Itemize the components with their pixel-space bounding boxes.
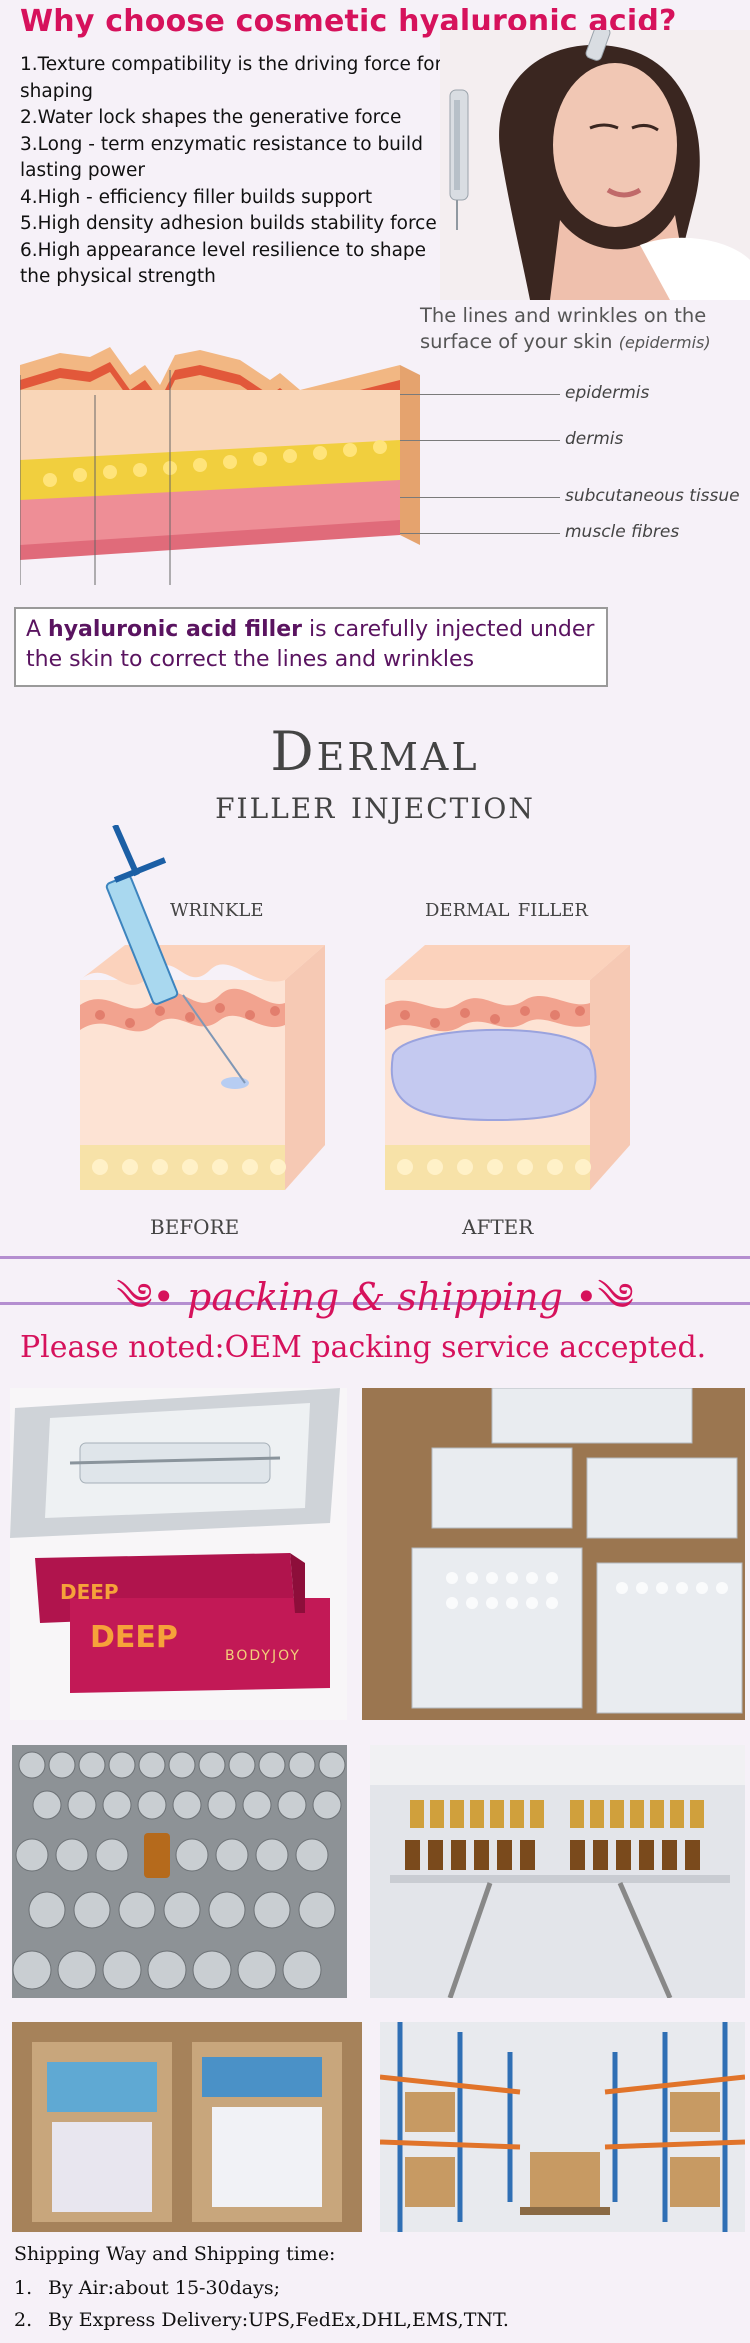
- flourish-left-icon: ༄•: [116, 1275, 175, 1319]
- label-after: after: [462, 1208, 534, 1241]
- filler-bold: hyaluronic acid filler: [48, 617, 302, 642]
- reason-item: 2.Water lock shapes the generative force: [20, 107, 402, 128]
- vials-rack-photo: [370, 1745, 745, 1998]
- label-dermis: dermis: [565, 429, 624, 449]
- packing-banner: [0, 1248, 750, 1308]
- packed-boxes-photo: [12, 2022, 362, 2232]
- shipping-item-number: 1.: [14, 2277, 33, 2299]
- oem-note: Please noted:OEM packing service accepte…: [20, 1330, 707, 1365]
- warehouse-photo: [380, 2022, 745, 2232]
- epidermis-pointer: [400, 394, 560, 395]
- reason-item: 6.High appearance level resilience to sh…: [20, 239, 427, 288]
- filler-pre: A: [26, 617, 49, 642]
- flourish-right-icon: •༄: [575, 1275, 634, 1319]
- label-muscle: muscle fibres: [565, 522, 680, 542]
- syringe-icon: [105, 825, 246, 1084]
- reason-item: 1.Texture compatibility is the driving f…: [20, 54, 443, 102]
- face-injection-photo: [440, 30, 750, 300]
- reason-item: 3.Long - term enzymatic resistance to bu…: [20, 133, 423, 182]
- shipping-item-text: By Express Delivery:UPS,FedEx,DHL,EMS,TN…: [48, 2309, 509, 2331]
- wrinkle-note-sub: (epidermis): [618, 333, 711, 352]
- cartons-photo: [362, 1388, 745, 1720]
- label-before: before: [150, 1208, 240, 1241]
- shipping-heading: Shipping Way and Shipping time:: [14, 2243, 336, 2265]
- box-brand-label: DEEP: [60, 1580, 119, 1604]
- shipping-item: 2. By Express Delivery:UPS,FedEx,DHL,EMS,…: [14, 2304, 509, 2336]
- reasons-list: 1.Texture compatibility is the driving f…: [20, 52, 450, 291]
- before-skin-block: [80, 945, 325, 1190]
- label-subcutaneous: subcutaneous tissue: [565, 486, 740, 506]
- subcutaneous-pointer: [400, 497, 560, 498]
- after-skin-block: [385, 945, 630, 1190]
- dermal-title-line2: filler injection: [215, 782, 535, 828]
- label-dermal-filler: dermal filler: [425, 893, 588, 923]
- reason-item: 5.High density adhesion builds stability…: [20, 213, 437, 234]
- dermal-title-line1: Dermal: [270, 720, 480, 783]
- banner-bottom-rule: [0, 1302, 750, 1305]
- reason-item: 4.High - efficiency filler builds suppor…: [20, 186, 373, 208]
- shipping-item-number: 2.: [14, 2309, 33, 2331]
- packing-banner-text: ༄• packing & shipping •༄: [0, 1255, 750, 1362]
- shipping-item: 1. By Air:about 15-30days;: [14, 2272, 509, 2304]
- label-wrinkle: wrinkle: [170, 893, 264, 923]
- wrinkle-note: The lines and wrinkles on the surface of…: [420, 303, 745, 356]
- product-package-photo: DEEP DEEP BODYJOY: [10, 1388, 347, 1720]
- filler-explanation-box: A hyaluronic acid filler is carefully in…: [14, 607, 608, 687]
- banner-top-rule: [0, 1256, 750, 1259]
- box-brand-label-large: DEEP: [90, 1620, 178, 1655]
- filler-post: is carefully injected under the skin to …: [26, 617, 595, 672]
- wrinkle-note-text: The lines and wrinkles on the surface of…: [420, 304, 707, 353]
- label-epidermis: epidermis: [565, 383, 650, 403]
- muscle-pointer: [400, 533, 560, 534]
- shipping-list: 1. By Air:about 15-30days; 2. By Express D…: [14, 2272, 509, 2336]
- packing-banner-label: packing & shipping: [187, 1275, 563, 1319]
- skin-layers-diagram: [20, 347, 420, 585]
- box-logo-label: BODYJOY: [225, 1648, 301, 1664]
- face-syringe-icon: [449, 30, 611, 230]
- shipping-item-text: By Air:about 15-30days;: [48, 2277, 281, 2299]
- dermal-title: Dermal filler injection: [0, 720, 750, 827]
- dermis-pointer: [400, 440, 560, 441]
- vials-closeup-photo: [12, 1745, 347, 1998]
